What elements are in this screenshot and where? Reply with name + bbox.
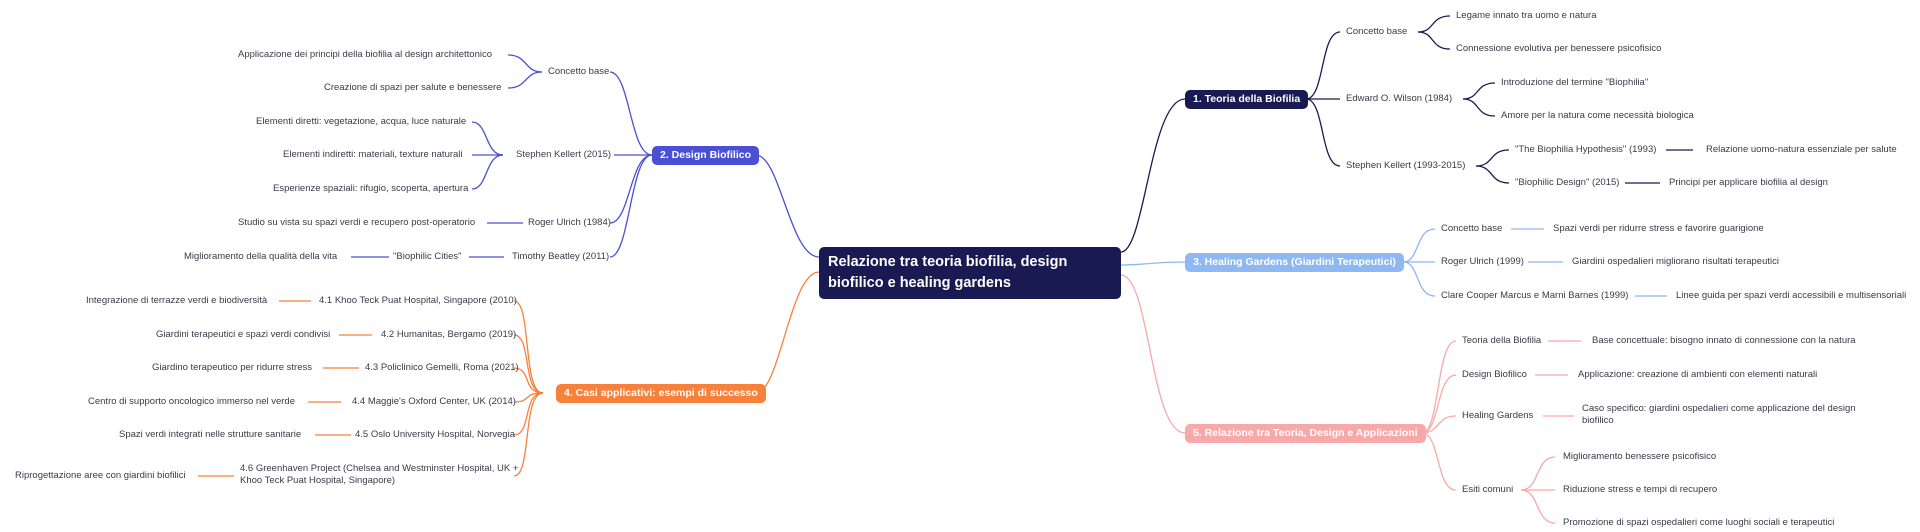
- b2-creazione-spazi[interactable]: Creazione di spazi per salute e benesser…: [324, 82, 502, 93]
- branch-teoria-biofilia[interactable]: 1. Teoria della Biofilia: [1185, 90, 1309, 109]
- b2-applicazione-principi[interactable]: Applicazione dei principi della biofilia…: [238, 49, 493, 60]
- b5-healing-gardens[interactable]: Healing Gardens: [1462, 410, 1534, 421]
- b2-ulrich[interactable]: Roger Ulrich (1984): [528, 217, 611, 228]
- b3-giardini-ospedalieri[interactable]: Giardini ospedalieri migliorano risultat…: [1572, 256, 1779, 267]
- b4-humanitas[interactable]: 4.2 Humanitas, Bergamo (2019): [381, 329, 517, 340]
- b5-applicazione[interactable]: Applicazione: creazione di ambienti con …: [1578, 369, 1818, 380]
- branch-design-biofilico[interactable]: 2. Design Biofilico: [652, 146, 760, 165]
- branch-casi-applicativi[interactable]: 4. Casi applicativi: esempi di successo: [556, 384, 766, 403]
- b2-biophilic-cities[interactable]: "Biophilic Cities": [393, 251, 462, 262]
- b4-terrazze-verdi[interactable]: Integrazione di terrazze verdi e biodive…: [86, 295, 268, 306]
- b4-riprogettazione[interactable]: Riprogettazione aree con giardini biofil…: [15, 470, 186, 481]
- b1-biophilia-hypothesis[interactable]: "The Biophilia Hypothesis" (1993): [1515, 144, 1657, 155]
- b2-concetto-base[interactable]: Concetto base: [548, 66, 610, 77]
- b5-teoria-biofilia[interactable]: Teoria della Biofilia: [1462, 335, 1542, 346]
- b4-giardino-stress[interactable]: Giardino terapeutico per ridurre stress: [152, 362, 312, 373]
- b4-maggies[interactable]: 4.4 Maggie's Oxford Center, UK (2014): [352, 396, 516, 407]
- b2-miglioramento-qualita[interactable]: Miglioramento della qualità della vita: [184, 251, 338, 262]
- b4-centro-oncologico[interactable]: Centro di supporto oncologico immerso ne…: [88, 396, 295, 407]
- b4-giardini-condivisi[interactable]: Giardini terapeutici e spazi verdi condi…: [156, 329, 331, 340]
- b2-esperienze-spaziali[interactable]: Esperienze spaziali: rifugio, scoperta, …: [273, 183, 469, 194]
- b3-spazi-verdi[interactable]: Spazi verdi per ridurre stress e favorir…: [1553, 223, 1764, 234]
- b5-benessere[interactable]: Miglioramento benessere psicofisico: [1563, 451, 1717, 462]
- b5-riduzione-stress[interactable]: Riduzione stress e tempi di recupero: [1563, 484, 1718, 495]
- b1-biophilic-design[interactable]: "Biophilic Design" (2015): [1515, 177, 1620, 188]
- b2-elementi-diretti[interactable]: Elementi diretti: vegetazione, acqua, lu…: [256, 116, 467, 127]
- b3-cooper-marcus[interactable]: Clare Cooper Marcus e Marni Barnes (1999…: [1441, 290, 1629, 301]
- b3-ulrich[interactable]: Roger Ulrich (1999): [1441, 256, 1524, 267]
- b5-design-biofilico[interactable]: Design Biofilico: [1462, 369, 1527, 380]
- b5-caso-specifico[interactable]: Caso specifico: giardini ospedalieri com…: [1582, 403, 1856, 426]
- b5-promozione-spazi[interactable]: Promozione di spazi ospedalieri come luo…: [1563, 517, 1835, 528]
- branch-relazione[interactable]: 5. Relazione tra Teoria, Design e Applic…: [1185, 424, 1426, 443]
- branch-healing-gardens[interactable]: 3. Healing Gardens (Giardini Terapeutici…: [1185, 253, 1404, 272]
- b1-connessione-evolutiva[interactable]: Connessione evolutiva per benessere psic…: [1456, 43, 1662, 54]
- b3-linee-guida[interactable]: Linee guida per spazi verdi accessibili …: [1676, 290, 1907, 301]
- b1-termine-biophilia[interactable]: Introduzione del termine "Biophilia": [1501, 77, 1649, 88]
- root-topic[interactable]: Relazione tra teoria biofilia, design bi…: [819, 247, 1121, 299]
- b1-principi-biofilia[interactable]: Principi per applicare biofilia al desig…: [1669, 177, 1828, 188]
- b1-wilson[interactable]: Edward O. Wilson (1984): [1346, 93, 1453, 104]
- b4-greenhaven[interactable]: 4.6 Greenhaven Project (Chelsea and West…: [240, 463, 519, 486]
- b1-kellert[interactable]: Stephen Kellert (1993-2015): [1346, 160, 1466, 171]
- b4-gemelli[interactable]: 4.3 Policlinico Gemelli, Roma (2021): [365, 362, 519, 373]
- b1-relazione-uomo-natura[interactable]: Relazione uomo-natura essenziale per sal…: [1706, 144, 1897, 155]
- b1-concetto-base[interactable]: Concetto base: [1346, 26, 1408, 37]
- b1-amore-natura[interactable]: Amore per la natura come necessità biolo…: [1501, 110, 1694, 121]
- b2-kellert[interactable]: Stephen Kellert (2015): [516, 149, 612, 160]
- b2-elementi-indiretti[interactable]: Elementi indiretti: materiali, texture n…: [283, 149, 463, 160]
- b4-spazi-integrati[interactable]: Spazi verdi integrati nelle strutture sa…: [119, 429, 302, 440]
- b5-esiti-comuni[interactable]: Esiti comuni: [1462, 484, 1514, 495]
- b2-studio-vista[interactable]: Studio su vista su spazi verdi e recuper…: [238, 217, 476, 228]
- b1-legame-innato[interactable]: Legame innato tra uomo e natura: [1456, 10, 1597, 21]
- b5-base-concettuale[interactable]: Base concettuale: bisogno innato di conn…: [1592, 335, 1856, 346]
- b4-khoo-teck-puat[interactable]: 4.1 Khoo Teck Puat Hospital, Singapore (…: [319, 295, 517, 306]
- b3-concetto-base[interactable]: Concetto base: [1441, 223, 1503, 234]
- b2-beatley[interactable]: Timothy Beatley (2011): [512, 251, 610, 262]
- b4-oslo[interactable]: 4.5 Oslo University Hospital, Norvegia: [355, 429, 515, 440]
